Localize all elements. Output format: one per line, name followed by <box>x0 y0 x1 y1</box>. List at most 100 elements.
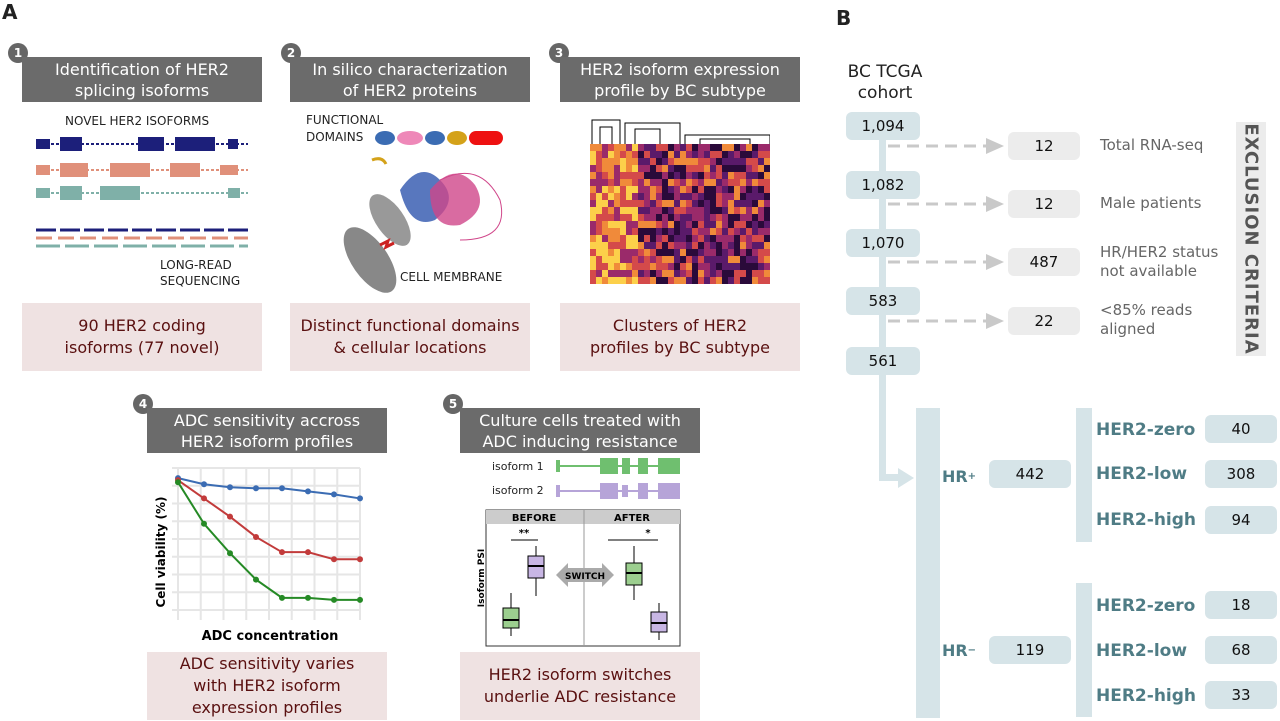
heatmap-cell <box>710 221 716 228</box>
exclusion-criteria-label: EXCLUSION CRITERIA <box>1240 123 1262 355</box>
step-4-result-line3: expression profiles <box>191 698 343 717</box>
heatmap-cell <box>674 242 680 249</box>
heatmap-cell <box>650 193 656 200</box>
heatmap-cell <box>614 172 620 179</box>
heatmap-cell <box>740 207 746 214</box>
heatmap-cell <box>740 165 746 172</box>
heatmap-cell <box>596 256 602 263</box>
heatmap-cell <box>638 151 644 158</box>
step-1-title: Identification of HER2 splicing isoforms <box>22 57 262 102</box>
heatmap-cell <box>626 270 632 277</box>
heatmap-cell <box>704 186 710 193</box>
hr-pos-label: HR+ <box>940 464 978 488</box>
heatmap-cell <box>686 270 692 277</box>
heatmap-cell <box>638 214 644 221</box>
series-0-point <box>253 485 259 492</box>
heatmap-cell <box>602 228 608 235</box>
heatmap-cell <box>662 228 668 235</box>
heatmap-cell <box>674 165 680 172</box>
hr-pos-her2-low-label: HER2-low <box>1096 464 1188 484</box>
heatmap-cell <box>746 228 752 235</box>
heatmap-cell <box>656 207 662 214</box>
heatmap-cell <box>656 228 662 235</box>
heatmap-cell <box>728 200 734 207</box>
heatmap-cell <box>662 263 668 270</box>
heatmap-cell <box>620 256 626 263</box>
heatmap-cell <box>764 144 770 151</box>
hr-neg-her2-high-count: 33 <box>1205 681 1277 709</box>
heatmap-cell <box>758 165 764 172</box>
exclusion-arrows <box>888 138 1004 329</box>
heatmap-cell <box>692 263 698 270</box>
heatmap-cell <box>596 193 602 200</box>
heatmap-cell <box>644 200 650 207</box>
heatmap-cell <box>758 242 764 249</box>
heatmap-cell <box>698 158 704 165</box>
heatmap-cell <box>758 144 764 151</box>
heatmap-cell <box>602 186 608 193</box>
heatmap-cell <box>752 193 758 200</box>
novel-isoforms-label: NOVEL HER2 ISOFORMS <box>65 114 210 128</box>
heatmap-cell <box>614 158 620 165</box>
step-4-result-line2: with HER2 isoform <box>193 676 341 695</box>
step-5-result-line1: HER2 isoform switches <box>488 665 672 684</box>
heatmap-cell <box>632 207 638 214</box>
heatmap-cell <box>716 172 722 179</box>
step-5-title: Culture cells treated with ADC inducing … <box>460 408 700 453</box>
heatmap-cell <box>728 207 734 214</box>
heatmap-cell <box>620 228 626 235</box>
heatmap-cell <box>650 249 656 256</box>
heatmap-cell <box>686 144 692 151</box>
heatmap-cell <box>752 200 758 207</box>
heatmap-cell <box>602 221 608 228</box>
heatmap-cell <box>590 277 596 284</box>
heatmap-cell <box>734 165 740 172</box>
hr-neg-her2-low-label: HER2-low <box>1096 641 1188 661</box>
heatmap-cell <box>710 256 716 263</box>
heatmap-cell <box>686 256 692 263</box>
heatmap-cell <box>764 221 770 228</box>
heatmap-cell <box>728 193 734 200</box>
heatmap-cell <box>620 165 626 172</box>
heatmap-cell <box>662 242 668 249</box>
step-3-result-line1: Clusters of HER2 <box>612 316 748 335</box>
exclusion-reason-3-line1: <85% reads <box>1100 301 1193 319</box>
heatmap-cell <box>644 193 650 200</box>
heatmap-cell <box>728 256 734 263</box>
heatmap-cell <box>620 249 626 256</box>
heatmap-cell <box>668 158 674 165</box>
heatmap-cell <box>740 193 746 200</box>
heatmap-cell <box>686 165 692 172</box>
heatmap-cell <box>590 256 596 263</box>
heatmap-cell <box>716 263 722 270</box>
heatmap-cell <box>722 270 728 277</box>
heatmap-cell <box>650 228 656 235</box>
heatmap-cell <box>686 277 692 284</box>
heatmap-cell <box>722 256 728 263</box>
heatmap-cell <box>734 158 740 165</box>
heatmap-cell <box>596 235 602 242</box>
step-5-number: 5 <box>443 394 463 414</box>
step-3-title: HER2 isoform expression profile by BC su… <box>560 57 800 102</box>
heatmap-cell <box>710 165 716 172</box>
heatmap-cell <box>728 144 734 151</box>
heatmap-cell <box>722 221 728 228</box>
step-1-result-line1: 90 HER2 coding <box>78 316 206 335</box>
heatmap-cell <box>692 207 698 214</box>
heatmap-cell <box>686 235 692 242</box>
chart-ylabel: Cell viability (%) <box>154 496 168 607</box>
flow-count-2: 1,070 <box>846 229 920 257</box>
heatmap-cell <box>728 151 734 158</box>
heatmap-cell <box>698 235 704 242</box>
heatmap-cell <box>644 228 650 235</box>
heatmap-cell <box>674 207 680 214</box>
heatmap-cell <box>590 172 596 179</box>
heatmap-cell <box>698 179 704 186</box>
heatmap-cell <box>662 193 668 200</box>
heatmap-cell <box>668 193 674 200</box>
heatmap-cell <box>596 270 602 277</box>
heatmap-cell <box>734 172 740 179</box>
heatmap-cell <box>596 228 602 235</box>
step-4-title: ADC sensitivity accross HER2 isoform pro… <box>147 408 387 453</box>
heatmap-cell <box>620 193 626 200</box>
